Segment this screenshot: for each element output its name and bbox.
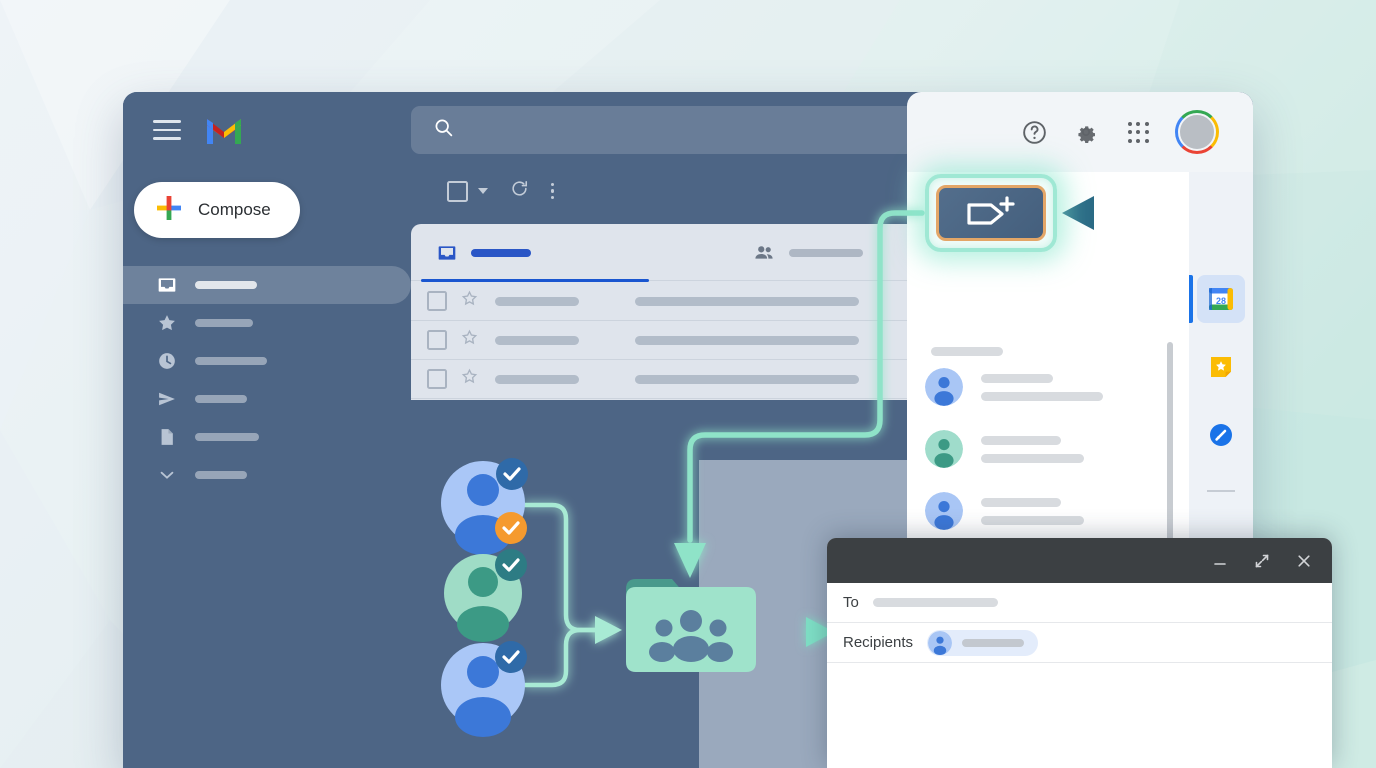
row-sender: [495, 296, 579, 306]
tab-primary[interactable]: [411, 224, 531, 282]
sidebar-item-label: [195, 281, 257, 289]
people-icon: [753, 242, 775, 264]
compose-button[interactable]: Compose: [134, 182, 300, 238]
active-tab-underline: [421, 278, 649, 282]
hamburger-menu-icon[interactable]: [153, 120, 181, 140]
contacts-section-title: [931, 347, 1003, 356]
list-item-text: [981, 373, 1103, 401]
google-apps-grid-icon[interactable]: [1123, 117, 1153, 147]
mail-tabs: [411, 224, 909, 282]
sidebar-item-label: [195, 357, 267, 365]
avatar: [925, 492, 963, 530]
sidebar-item-label: [195, 395, 247, 403]
star-icon[interactable]: [461, 368, 478, 390]
label-plus-icon: [967, 196, 1015, 225]
gmail-sidebar: Compose: [123, 168, 411, 768]
list-item-text: [981, 497, 1084, 525]
star-icon[interactable]: [461, 290, 478, 312]
row-sender: [495, 374, 579, 384]
sidebar-item-more[interactable]: [123, 456, 411, 494]
draft-icon: [153, 427, 181, 447]
recipient-chip[interactable]: [927, 629, 1039, 656]
row-checkbox[interactable]: [427, 330, 447, 350]
google-tasks-icon[interactable]: [1197, 411, 1245, 459]
settings-gear-icon[interactable]: [1071, 117, 1101, 147]
minimize-icon[interactable]: [1210, 551, 1230, 571]
contacts-scrollbar[interactable]: [1167, 342, 1173, 550]
sidebar-item-label: [195, 433, 259, 441]
clock-icon: [153, 351, 181, 371]
star-icon: [153, 313, 181, 333]
google-calendar-icon[interactable]: 28: [1197, 275, 1245, 323]
sidebar-item-starred[interactable]: [123, 304, 411, 342]
table-row[interactable]: [411, 360, 909, 399]
compose-to-field[interactable]: To: [827, 583, 1332, 623]
row-checkbox[interactable]: [427, 369, 447, 389]
row-checkbox[interactable]: [427, 291, 447, 311]
inbox-icon: [153, 275, 181, 295]
create-label-button[interactable]: [925, 174, 1057, 252]
compose-titlebar: [827, 538, 1332, 583]
avatar: [925, 430, 963, 468]
help-icon[interactable]: [1019, 117, 1049, 147]
active-app-indicator: [1189, 275, 1193, 323]
tabs-divider: [411, 280, 909, 281]
row-subject: [635, 335, 859, 345]
search-icon: [433, 117, 454, 143]
tab-label: [789, 249, 863, 257]
compose-to-value: [872, 598, 998, 607]
recipient-chip-label: [962, 638, 1025, 647]
mail-list-toolbar: [411, 168, 909, 214]
chevron-down-icon: [153, 465, 181, 485]
sidebar-item-sent[interactable]: [123, 380, 411, 418]
row-subject: [635, 296, 859, 306]
send-icon: [153, 389, 181, 409]
compose-recipients-field[interactable]: Recipients: [827, 623, 1332, 663]
search-bar[interactable]: [411, 106, 915, 154]
list-item-text: [981, 435, 1084, 463]
compose-window: To Recipients: [827, 538, 1332, 768]
avatar: [925, 368, 963, 406]
create-label-button-inner: [936, 185, 1046, 241]
select-all-checkbox[interactable]: [447, 180, 468, 202]
avatar: [928, 630, 953, 655]
sidebar-item-drafts[interactable]: [123, 418, 411, 456]
list-item[interactable]: [925, 368, 1103, 406]
tab-label: [471, 249, 531, 257]
gmail-header-actions: [907, 92, 1253, 172]
avatar[interactable]: [1175, 110, 1219, 154]
row-sender: [495, 335, 579, 345]
compose-recipients-label: Recipients: [843, 634, 914, 651]
tab-social[interactable]: [727, 224, 863, 282]
compose-button-label: Compose: [198, 200, 271, 219]
mail-list-card: [411, 224, 909, 400]
gmail-logo: [203, 113, 245, 147]
refresh-icon[interactable]: [510, 179, 529, 203]
sidebar-item-snoozed[interactable]: [123, 342, 411, 380]
rail-divider: [1207, 490, 1235, 492]
table-row[interactable]: [411, 282, 909, 321]
google-keep-icon[interactable]: [1197, 343, 1245, 391]
svg-text:28: 28: [1216, 296, 1226, 306]
compose-to-label: To: [843, 594, 859, 611]
list-item[interactable]: [925, 492, 1084, 530]
row-subject: [635, 374, 859, 384]
sidebar-item-label: [195, 471, 247, 479]
sidebar-item-label: [195, 319, 253, 327]
expand-icon[interactable]: [1252, 551, 1272, 571]
list-item[interactable]: [925, 430, 1084, 468]
close-icon[interactable]: [1294, 551, 1314, 571]
more-options-icon[interactable]: [551, 182, 555, 200]
table-row[interactable]: [411, 321, 909, 360]
select-dropdown-caret[interactable]: [478, 188, 488, 194]
sidebar-nav: [123, 266, 411, 494]
star-icon[interactable]: [461, 329, 478, 351]
sidebar-item-inbox[interactable]: [123, 266, 411, 304]
inbox-icon: [437, 243, 457, 263]
plus-icon: [156, 195, 182, 226]
search-input[interactable]: [468, 120, 915, 140]
